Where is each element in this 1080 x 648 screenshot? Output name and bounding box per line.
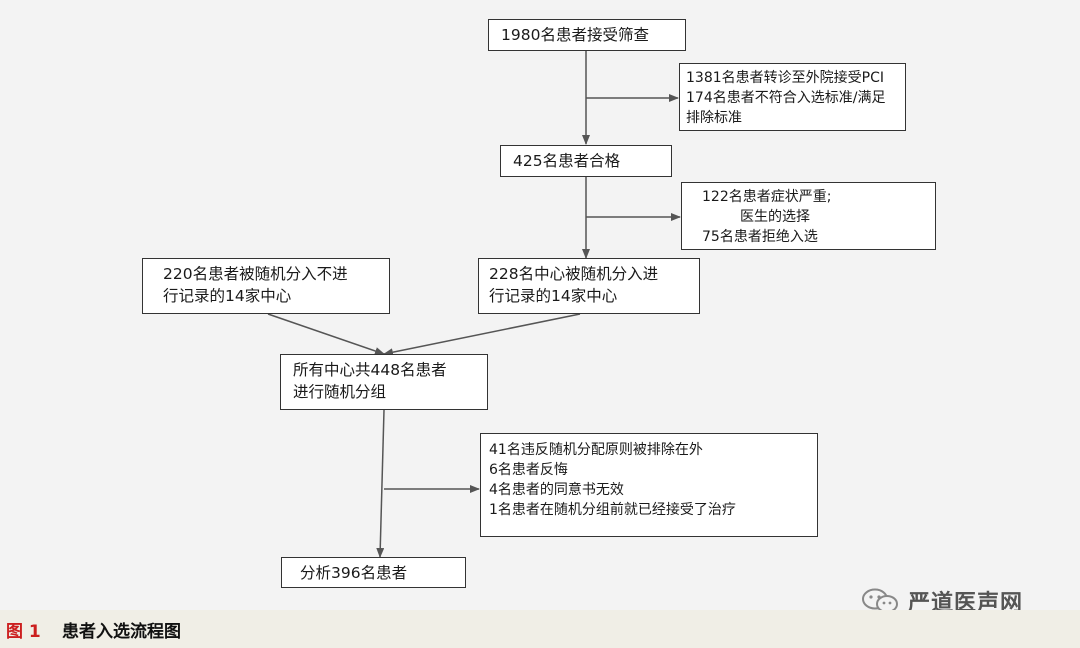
box-randomized-line-2: 进行随机分组 [293, 383, 387, 401]
box-excluded-1-line-1: 1381名患者转诊至外院接受PCI [686, 70, 884, 86]
box-no-registry-line-2: 行记录的14家中心 [163, 287, 292, 305]
box-screened: 1980名患者接受筛查 [488, 19, 686, 51]
box-eligible: 425名患者合格 [500, 145, 672, 177]
box-excluded-3-line-1: 41名违反随机分配原则被排除在外 [489, 442, 703, 458]
box-excluded-2-line-3: 75名患者拒绝入选 [702, 229, 818, 245]
box-no-registry-line-1: 220名患者被随机分入不进 [163, 265, 348, 283]
connector-no-registry-to-randomized [267, 313, 385, 355]
box-excluded-1-line-2: 174名患者不符合入选标准/满足 [686, 90, 886, 106]
connector-randomized-to-analyzed [376, 409, 385, 558]
box-screened-line-1: 1980名患者接受筛查 [501, 26, 649, 44]
figure-caption: 图 1 患者入选流程图 [0, 610, 1080, 648]
box-registry-line-2: 行记录的14家中心 [489, 287, 618, 305]
box-eligible-line-1: 425名患者合格 [513, 152, 621, 170]
box-analyzed: 分析396名患者 [281, 557, 466, 588]
caption-label: 图 1 [6, 622, 41, 642]
box-excluded-2-line-2: 医生的选择 [740, 209, 810, 225]
box-excluded-3: 41名违反随机分配原则被排除在外 6名患者反悔 4名患者的同意书无效 1名患者在… [480, 433, 818, 537]
caption-text: 患者入选流程图 [62, 622, 181, 642]
connector-layer [267, 50, 681, 558]
box-excluded-2-line-1: 122名患者症状严重; [702, 189, 832, 205]
connector-registry-to-randomized [383, 313, 581, 357]
box-excluded-1: 1381名患者转诊至外院接受PCI 174名患者不符合入选标准/满足 排除标准 [679, 63, 906, 131]
box-registry-line-1: 228名中心被随机分入进 [489, 265, 659, 283]
box-excluded-3-line-4: 1名患者在随机分组前就已经接受了治疗 [489, 502, 736, 518]
box-excluded-3-line-2: 6名患者反悔 [489, 462, 568, 478]
box-randomized-line-1: 所有中心共448名患者 [293, 361, 447, 379]
box-analyzed-line-1: 分析396名患者 [300, 564, 408, 582]
box-no-registry: 220名患者被随机分入不进 行记录的14家中心 [142, 258, 390, 314]
wechat-icon [862, 588, 898, 613]
box-excluded-2: 122名患者症状严重; 医生的选择 75名患者拒绝入选 [681, 182, 936, 250]
box-randomized: 所有中心共448名患者 进行随机分组 [280, 354, 488, 410]
box-excluded-3-line-3: 4名患者的同意书无效 [489, 482, 624, 498]
flowchart-canvas: 1980名患者接受筛查 1381名患者转诊至外院接受PCI 174名患者不符合入… [0, 0, 1080, 610]
box-excluded-1-line-3: 排除标准 [686, 110, 742, 126]
box-registry: 228名中心被随机分入进 行记录的14家中心 [478, 258, 700, 314]
